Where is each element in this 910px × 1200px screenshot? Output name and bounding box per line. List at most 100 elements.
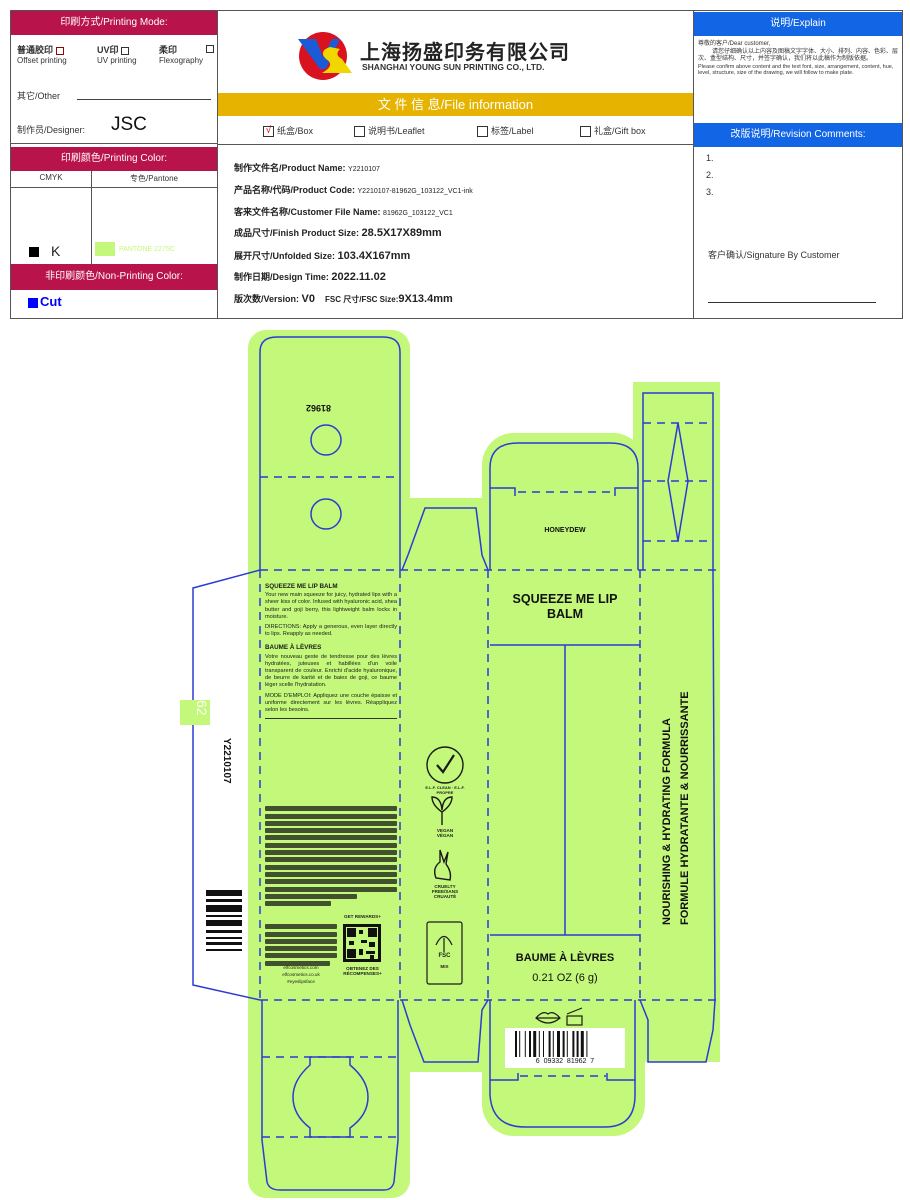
bunny-icon xyxy=(433,849,452,881)
side-text-en: NOURISHING & HYDRATING FORMULA xyxy=(661,718,673,925)
checkbox[interactable] xyxy=(354,126,365,138)
barcode-bar xyxy=(576,1031,579,1057)
hashtag: #eyeslipsface xyxy=(287,979,315,984)
barcode-bar xyxy=(524,1031,526,1057)
back-title-fr: BAUME À LÈVRES xyxy=(265,644,322,652)
other-input-line[interactable] xyxy=(77,99,211,100)
barcode-bar xyxy=(586,1031,588,1057)
explain-text: 尊敬的客户/Dear customer, 请您仔细确认以上内容及图稿文字字体、大… xyxy=(698,41,898,77)
option-en: Offset printing xyxy=(17,56,67,65)
type-giftbox[interactable]: 礼盒/Gift box xyxy=(580,124,646,138)
info-product-name: 制作文件名/Product Name: Y2210107 xyxy=(234,161,380,174)
checkbox[interactable] xyxy=(121,46,130,55)
option-cn: 普通胶印 xyxy=(17,45,54,55)
rewards-fr: OBTENEZ DES RÉCOMPENSES+ xyxy=(343,966,382,976)
vegan-label: VEGAN VÉGAN xyxy=(436,828,454,838)
divider xyxy=(218,144,693,145)
ingredients-block-2 xyxy=(265,922,337,968)
printing-mode-title: 印刷方式/Printing Mode: xyxy=(11,11,217,35)
checkbox-checked[interactable]: √ xyxy=(263,126,274,138)
info-product-code: 产品名称/代码/Product Code: Y2210107-81962G_10… xyxy=(234,183,473,196)
cmyk-header: CMYK xyxy=(39,173,63,182)
printing-option-uv[interactable]: UV印 UV printing xyxy=(97,43,137,65)
info-key: 制作日期/Design Time: xyxy=(234,272,329,282)
signature-line[interactable] xyxy=(708,302,876,303)
option-cn: 柔印 xyxy=(159,45,178,55)
printing-option-flexo[interactable]: 柔印 Flexography xyxy=(159,43,217,65)
rewards-en: GET REWARDS+ xyxy=(344,914,381,919)
cruelty-free-label: CRUELTY FREE/SANS CRUAUTÉ xyxy=(431,884,459,899)
other-label: 其它/Other xyxy=(17,91,61,101)
back-body-fr: Votre nouveau geste de tendresse pour de… xyxy=(265,653,397,689)
info-key: 产品名称/代码/Product Code: xyxy=(234,185,355,195)
fold-lines xyxy=(259,422,720,1138)
printing-color-title: 印刷颜色/Printing Color: xyxy=(11,147,217,171)
info-design-time: 制作日期/Design Time: 2022.11.02 xyxy=(234,270,386,283)
clean-badge-label: E.L.F. CLEAN · E.L.F. PROPRE xyxy=(425,785,465,795)
fsc-label: FSC xyxy=(438,953,451,959)
swatch-black xyxy=(29,247,39,257)
qr-code xyxy=(343,924,381,962)
info-key: 展开尺寸/Unfolded Size: xyxy=(234,251,335,261)
info-value: 28.5X17X89mm xyxy=(361,227,442,239)
barcode-bar xyxy=(580,1031,584,1057)
revision-item: 3. xyxy=(706,187,714,197)
info-value: 2022.11.02 xyxy=(331,271,386,283)
checkbox[interactable] xyxy=(206,45,214,53)
explain-en: Please confirm above content and the tex… xyxy=(698,63,894,77)
back-title-en: SQUEEZE ME LIP BALM xyxy=(265,583,338,590)
explain-greeting: 尊敬的客户/Dear customer, xyxy=(698,41,771,47)
signature-label: 客户确认/Signature By Customer xyxy=(708,250,840,260)
website-link: elfcosmetics.com xyxy=(283,965,319,970)
type-leaflet[interactable]: 说明书/Leaflet xyxy=(354,124,425,138)
info-value: V0 xyxy=(301,293,315,305)
checkbox-checked[interactable] xyxy=(55,46,64,55)
file-info-title: 文 件 信 息/File information xyxy=(218,93,693,116)
vegan-leaf-icon xyxy=(431,796,453,825)
pantone-value: PANTONE 2275C xyxy=(119,246,175,253)
front-title: SQUEEZE ME LIP BALM xyxy=(512,592,618,621)
barcode-bar xyxy=(529,1031,531,1057)
website-link: elfcosmetics.co.uk xyxy=(282,972,320,977)
barcode-bar xyxy=(572,1031,575,1057)
barcode-bar xyxy=(533,1031,537,1057)
ingredients-block xyxy=(265,804,397,908)
barcode-bar xyxy=(548,1031,551,1057)
barcode-bar xyxy=(543,1031,544,1057)
back-directions-en: DIRECTIONS: Apply a generous, even layer… xyxy=(265,624,397,638)
info-value: 81962G_103122_VC1 xyxy=(383,210,453,217)
explain-cn: 请您仔细确认以上内容及图稿文字字体、大小、排列、内容、色彩、层次、盒型结构、尺寸… xyxy=(698,48,899,63)
glue-number: 62 xyxy=(194,700,210,716)
checkbox[interactable] xyxy=(580,126,591,138)
printing-option-offset[interactable]: 普通胶印 Offset printing xyxy=(17,43,67,65)
type-label[interactable]: 标签/Label xyxy=(477,124,534,138)
barcode-bar xyxy=(552,1031,554,1057)
divider xyxy=(11,187,217,188)
glue-barcode xyxy=(206,890,242,951)
info-value: Y2210107-81962G_103122_VC1-ink xyxy=(357,188,473,195)
fsc-mix-label: MIX xyxy=(440,964,449,969)
upc-barcode xyxy=(515,1031,588,1057)
barcode-bar xyxy=(562,1031,565,1057)
bleed-area xyxy=(248,330,720,1198)
clean-badge-icon xyxy=(426,746,464,784)
side-text-fr: FORMULE HYDRATANTE & NOURRISSANTE xyxy=(679,691,691,925)
company-name-cn: 上海扬盛印务有限公司 xyxy=(360,42,570,64)
explain-title: 说明/Explain xyxy=(694,12,902,36)
fsc-size-key: FSC 尺寸/FSC Size: xyxy=(325,295,399,304)
glue-number-bg xyxy=(180,700,210,725)
upc-number: 6 09332 81962 7 xyxy=(505,1058,625,1065)
designer-label: 制作员/Designer: xyxy=(17,125,86,135)
pao-jar-icon xyxy=(566,1007,583,1026)
type-box[interactable]: √纸盒/Box xyxy=(263,124,314,138)
file-info-panel: 上海扬盛印务有限公司 SHANGHAI YOUNG SUN PRINTING C… xyxy=(217,10,694,319)
type-label: 纸盒/Box xyxy=(277,126,314,136)
revision-item: 1. xyxy=(706,153,714,163)
fsc-logo-icon xyxy=(426,921,463,985)
fsc-size-value: 9X13.4mm xyxy=(398,293,453,305)
front-title-fr: BAUME À LÈVRES xyxy=(515,952,615,964)
checkbox[interactable] xyxy=(477,126,488,138)
barcode-bar xyxy=(519,1031,521,1057)
info-unfolded-size: 展开尺寸/Unfolded Size: 103.4X167mm xyxy=(234,249,410,262)
